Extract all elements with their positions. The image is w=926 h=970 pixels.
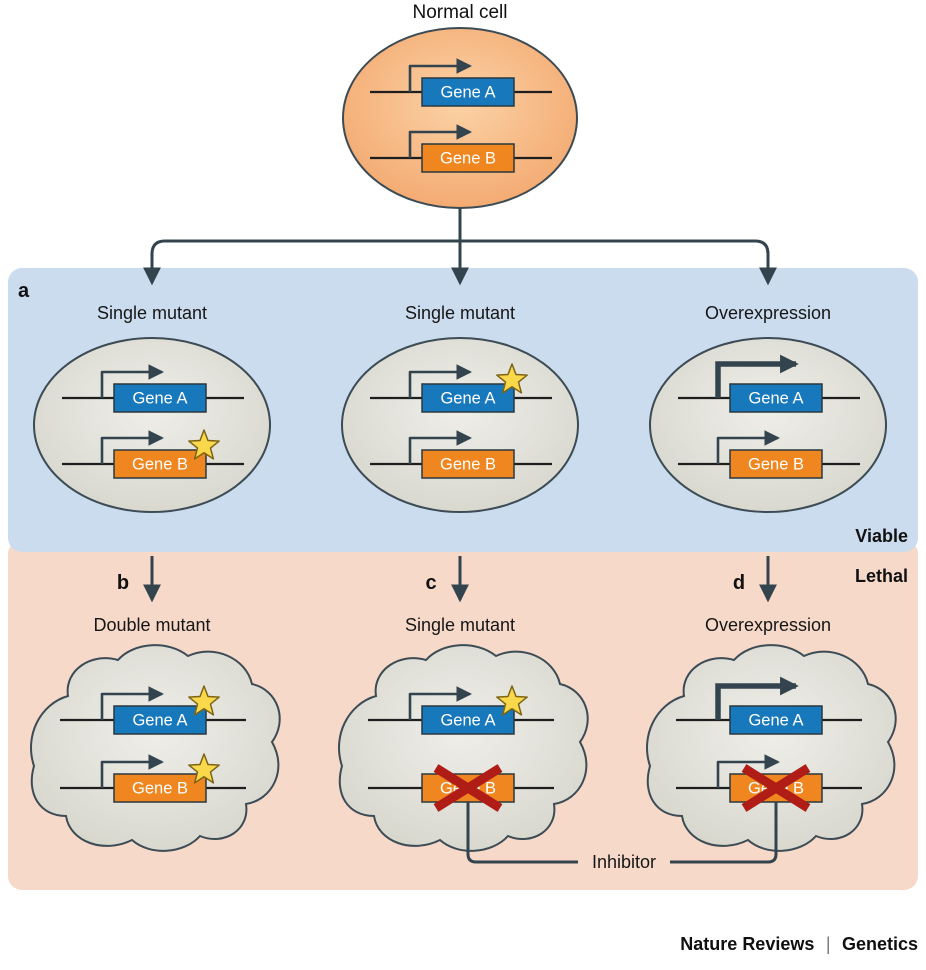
inhibition-cross-icon [741,764,811,812]
gene-a-label: Gene A [748,390,803,408]
inhibitor-connector: Inhibitor [466,802,778,872]
promoter-arrow-icon [100,754,165,788]
promoter-arrow-icon [408,124,473,158]
gene-b-label: Gene B [440,456,496,474]
lethal-cell-single-mutant-inhibited: Gene A Gene B [338,644,589,852]
overexpression-arrow-icon [715,354,799,398]
normal-cell: Gene A Gene B [342,27,578,209]
gene-a-label: Gene A [440,390,495,408]
promoter-arrow-icon [408,686,473,720]
lethal-status-label: Lethal [855,566,908,586]
promoter-arrow-icon [716,430,781,464]
gene-a-label: Gene A [132,390,187,408]
gene-a-box [113,705,207,735]
gene-a-box [421,77,515,107]
cross-stroke [741,764,811,812]
cell-body [646,644,897,852]
heading-single-mutant-3: Single mutant [405,615,515,635]
gene-a-label: Gene A [132,712,187,730]
lethal-branch-arrows: b c d [117,556,777,603]
panel-letter-c: c [425,572,436,594]
gene-a-box [729,383,823,413]
heading-overexpression-1: Overexpression [705,303,831,323]
gene-b-box [729,449,823,479]
promoter-arrow-icon [408,58,473,92]
normal-cell-title: Normal cell [412,2,507,23]
gene-a-label: Gene A [748,712,803,730]
overexpression-arrow-icon [715,676,799,720]
gene-a-construct: Gene A [370,58,552,107]
gene-a-box [729,705,823,735]
promoter-arrow-icon [716,754,781,788]
lethal-cell-double-mutant: Gene A Gene B [30,644,281,852]
gene-b-label: Gene B [748,456,804,474]
gene-b-box [113,449,207,479]
heading-overexpression-2: Overexpression [705,615,831,635]
cell-body [649,337,887,513]
gene-b-label: Gene B [440,150,496,168]
gene-a-box [113,383,207,413]
mutation-star-icon [188,753,220,784]
panel-letter-d: d [733,572,745,594]
gene-b-label: Gene B [132,780,188,798]
panel-letter-a: a [18,280,30,302]
mutation-star-icon [496,685,528,716]
gene-b-construct: Gene B [370,124,552,173]
viable-cell-single-mutant-b: Gene A Gene B [33,337,271,513]
viable-cell-single-mutant-a: Gene A Gene B [341,337,579,513]
promoter-arrow-icon [408,430,473,464]
inhibitor-line-left [466,802,578,864]
heading-single-mutant-2: Single mutant [405,303,515,323]
mutation-star-icon [188,685,220,716]
heading-double-mutant: Double mutant [93,615,210,635]
mutation-star-icon [188,429,220,460]
credit-separator: | [826,934,831,954]
mutation-star-icon [496,363,528,394]
gene-a-label: Gene A [440,84,495,102]
inhibitor-line-right [670,802,778,864]
journal-credit: Nature Reviews | Genetics [680,934,918,954]
panel-letter-b: b [117,572,129,594]
gene-a-box [421,383,515,413]
journal-name: Nature Reviews [680,934,814,954]
cell-body [33,337,271,513]
heading-single-mutant-1: Single mutant [97,303,207,323]
promoter-arrow-icon [100,364,165,398]
inhibition-cross-icon [433,764,503,812]
inhibitor-label: Inhibitor [592,852,656,872]
gene-b-box [421,143,515,173]
viable-status-label: Viable [855,526,908,546]
cell-body [341,337,579,513]
promoter-arrow-icon [100,430,165,464]
normal-cell-body [342,27,578,209]
journal-section: Genetics [842,934,918,954]
gene-a-label: Gene A [440,712,495,730]
promoter-arrow-icon [100,686,165,720]
gene-b-label: Gene B [132,456,188,474]
gene-b-box [421,449,515,479]
gene-a-box [421,705,515,735]
viable-cell-overexpression: Gene A Gene B [649,337,887,513]
gene-b-box [113,773,207,803]
branch-connector [143,208,777,286]
cross-stroke [433,764,503,812]
lethal-cell-overexpression-inhibited: Gene A Gene B [646,644,897,852]
promoter-arrow-icon [408,364,473,398]
